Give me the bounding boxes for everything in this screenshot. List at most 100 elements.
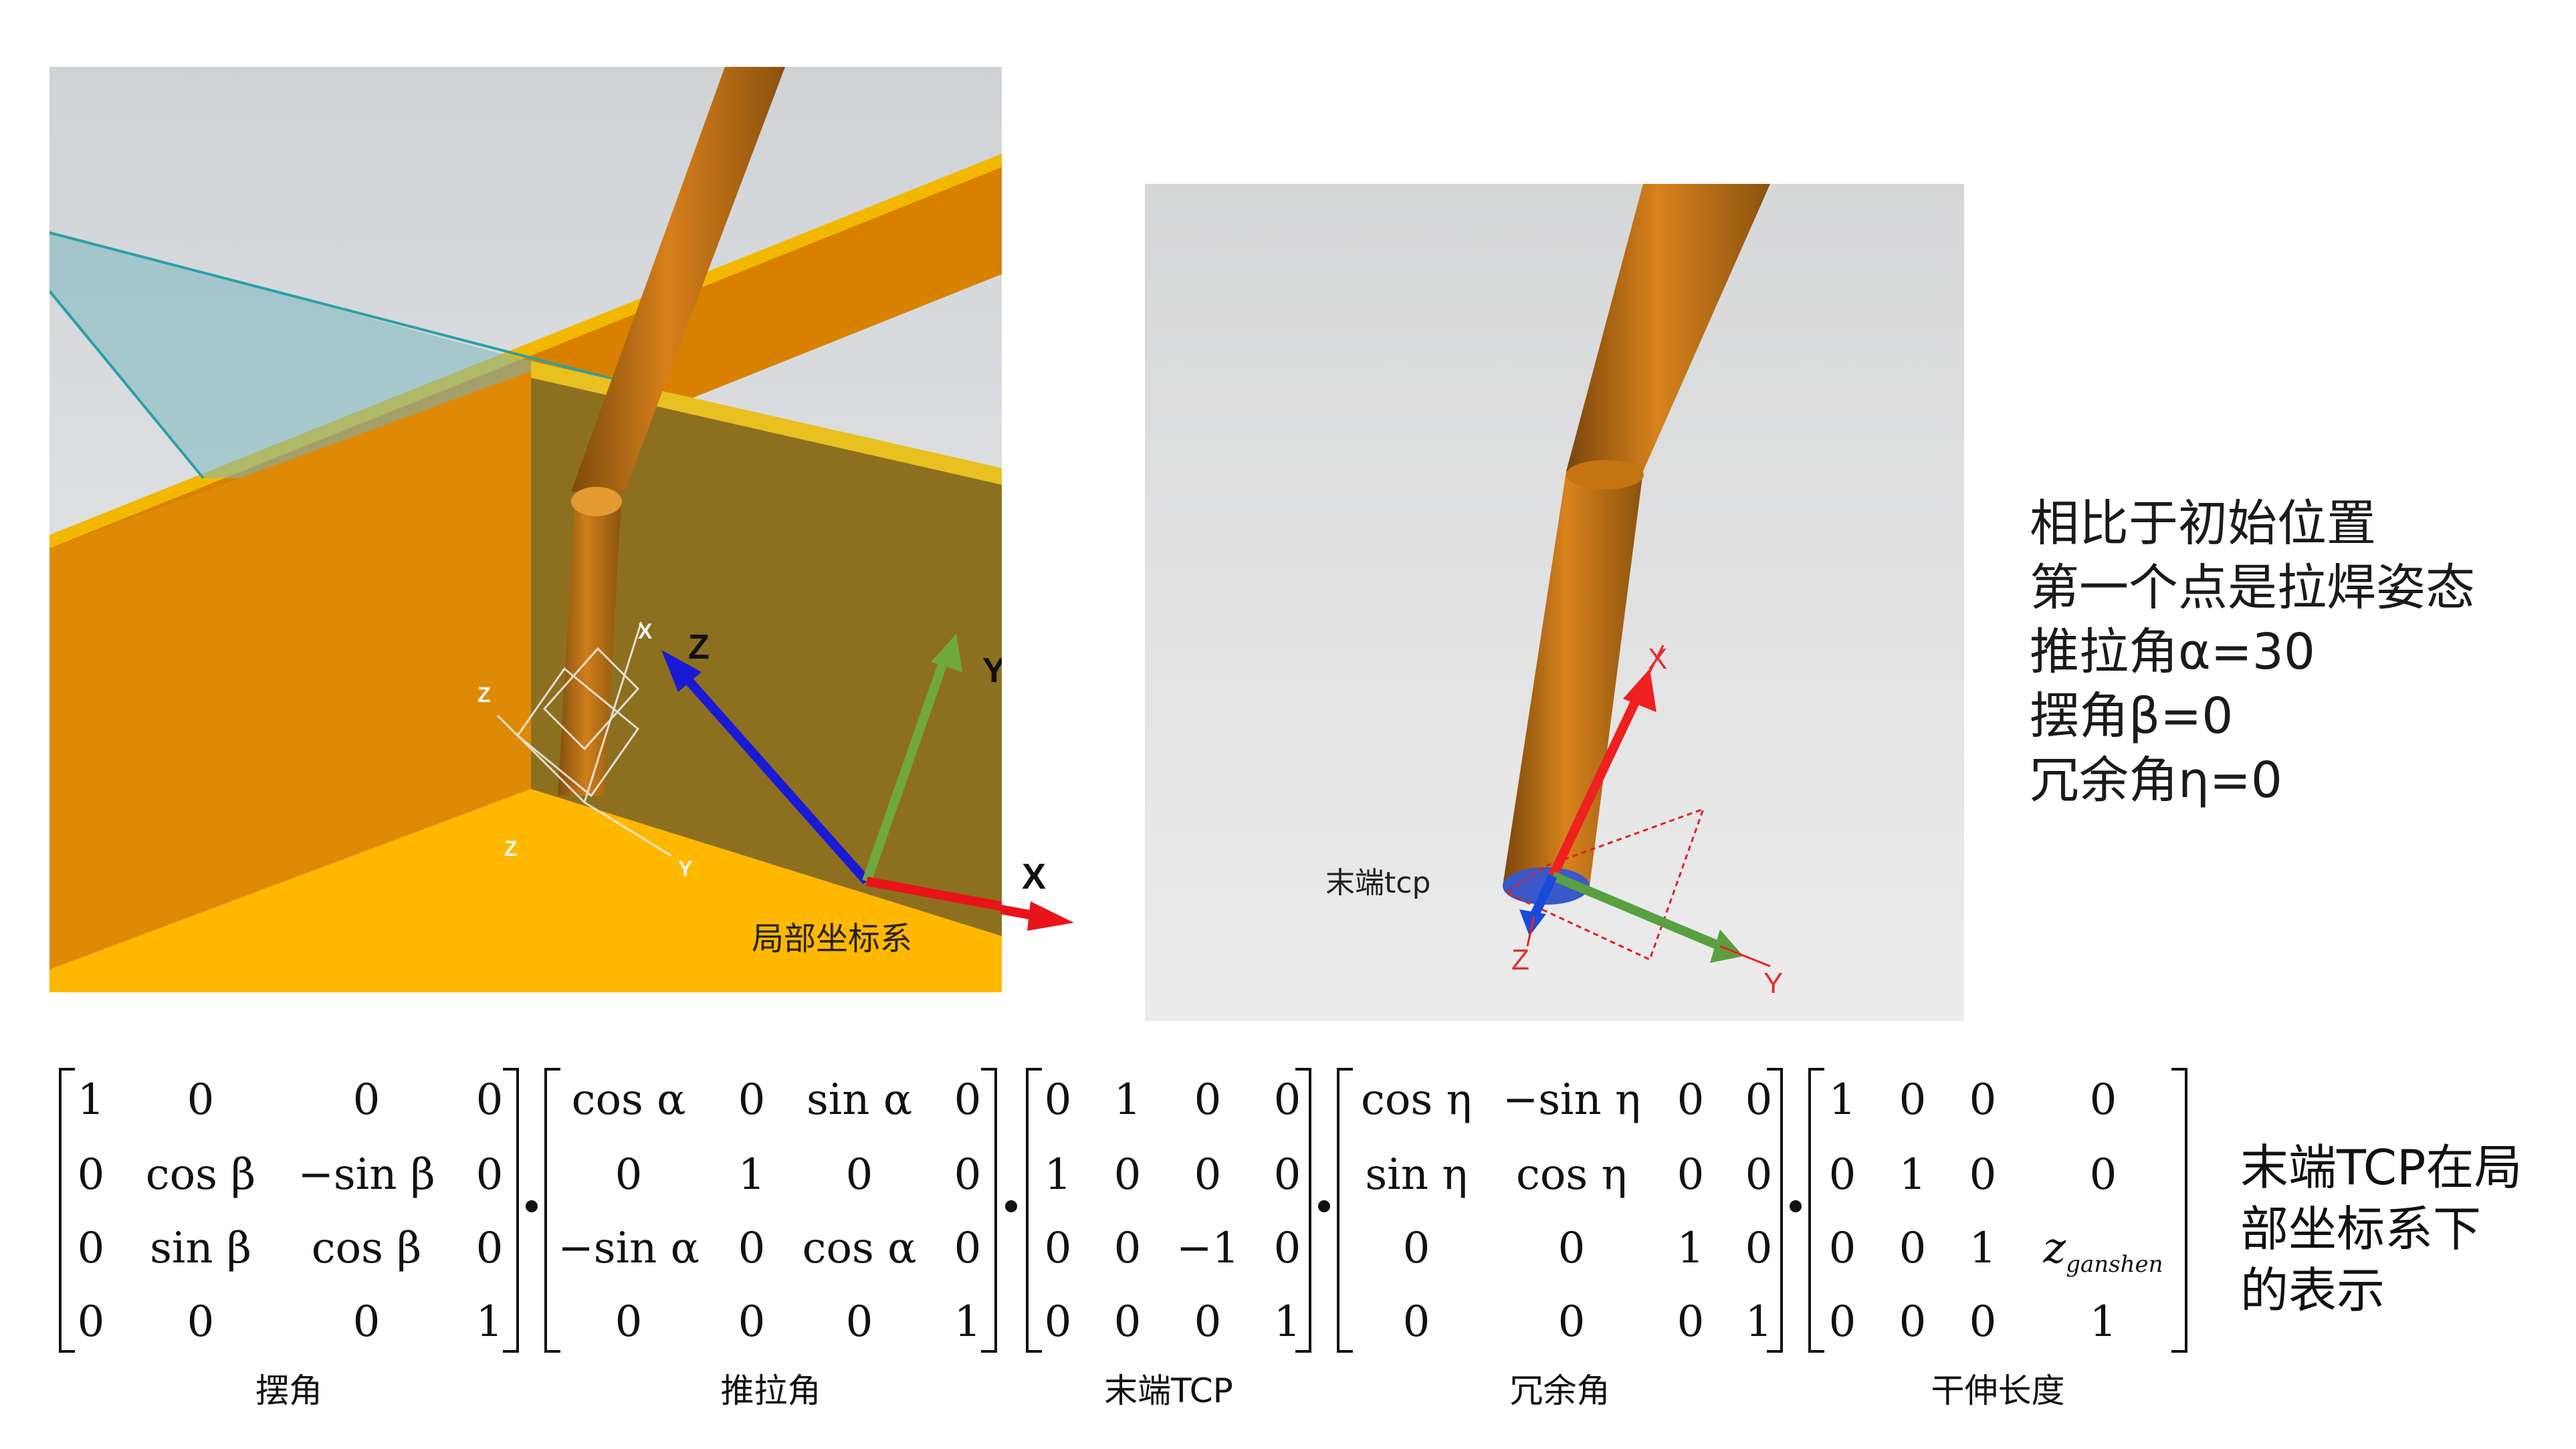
matrix-cell: 0	[1558, 1224, 1586, 1273]
matrix-cell: −sin α	[558, 1224, 700, 1273]
matrix-cell: 0	[187, 1297, 215, 1347]
matrix-cell: 0	[954, 1075, 982, 1125]
matrix-cell: sin β	[150, 1224, 251, 1273]
matrix-cell: 1	[1677, 1224, 1705, 1273]
y-axis-arrow	[862, 653, 950, 883]
multiply-dot	[1005, 1200, 1017, 1212]
vertical-wall	[531, 371, 1002, 936]
matrix-cell: 1	[1113, 1075, 1142, 1125]
x-axis-label: X	[1022, 857, 1047, 897]
z-label-right: Z	[1511, 943, 1529, 976]
matrix-cell: 0	[1828, 1150, 1856, 1200]
matrix-cell: 0	[954, 1150, 982, 1200]
matrix-cell: 1	[1969, 1224, 1997, 1273]
matrix-cell: 1	[2089, 1297, 2117, 1347]
matrix-cell: 0	[475, 1150, 504, 1200]
matrix-cell: 0	[1113, 1297, 1142, 1347]
matrix-cell: 0	[1899, 1224, 1927, 1273]
matrix-bracket-left	[59, 1068, 75, 1353]
cyan-line-2	[49, 290, 205, 479]
matrix-cell: 0	[1402, 1224, 1430, 1273]
wire-upper-right	[1566, 184, 1770, 471]
matrix-cell: 0	[1828, 1224, 1856, 1273]
matrix-cell: 1	[475, 1297, 504, 1347]
result-line: 的表示	[2240, 1262, 2385, 1319]
wire-lower	[558, 501, 621, 796]
bottom-plate	[49, 789, 1002, 992]
matrix-cell: 0	[1273, 1075, 1301, 1125]
tcp-dashed-frame	[1503, 807, 1705, 962]
matrix-cell: 0	[352, 1075, 381, 1125]
multiply-dot	[1318, 1200, 1330, 1212]
matrix-cell: 1	[1745, 1297, 1773, 1347]
matrix-cell: zganshen	[2043, 1224, 2163, 1278]
matrix-cell: 0	[1677, 1297, 1705, 1347]
matrix-cell: 0	[1828, 1297, 1856, 1347]
frame-label: 局部坐标系	[752, 920, 912, 958]
matrix-caption: 干伸长度	[1931, 1371, 2065, 1410]
mini-label-z: Z	[477, 683, 491, 707]
matrix-cell: 0	[77, 1297, 105, 1347]
matrix-cell: 0	[1969, 1075, 1997, 1125]
cyan-plane	[49, 231, 1002, 481]
matrix-cell: 0	[738, 1224, 766, 1273]
matrix-cell: 0	[1402, 1297, 1430, 1347]
matrix-cell: 1	[1828, 1075, 1856, 1125]
matrix-cell: 1	[954, 1297, 982, 1347]
matrix-cell: 0	[738, 1297, 766, 1347]
pose-notes: 相比于初始位置 第一个点是拉焊姿态 推拉角α=30 摆角β=0 冗余角η=0	[2030, 491, 2475, 812]
axis-tips-right	[1526, 645, 1771, 968]
matrix-cell: 0	[1194, 1150, 1222, 1200]
note-line: 相比于初始位置	[2030, 495, 2376, 552]
x-axis-arrow-right	[1548, 690, 1644, 878]
z-axis-arrow	[674, 665, 871, 885]
matrix-cell: 0	[2089, 1150, 2117, 1200]
matrix-cell: 0	[845, 1297, 873, 1347]
matrix-cell: 1	[1273, 1297, 1301, 1347]
note-line: 第一个点是拉焊姿态	[2030, 559, 2475, 617]
wire-lower-right	[1503, 471, 1643, 886]
matrix-caption: 推拉角	[720, 1371, 821, 1410]
matrix-caption: 末端TCP	[1104, 1371, 1233, 1410]
matrix-cell: 0	[352, 1297, 381, 1347]
matrix-caption: 摆角	[255, 1371, 322, 1410]
z-axis-arrow-right	[1529, 874, 1558, 918]
matrix-cell: 0	[1677, 1150, 1705, 1200]
note-line: 冗余角η=0	[2030, 752, 2282, 809]
matrix-bracket-left	[1337, 1068, 1353, 1353]
matrix-cell: 0	[77, 1150, 105, 1200]
matrix-cell: 0	[1969, 1297, 1997, 1347]
matrix-cell: 0	[1899, 1075, 1927, 1125]
matrix-cell: 0	[1273, 1150, 1301, 1200]
matrix-cell: 0	[1113, 1150, 1142, 1200]
matrix-bracket-right	[2171, 1068, 2187, 1353]
y-axis-label: Y	[982, 651, 1002, 690]
matrix-bracket-left	[1808, 1068, 1824, 1353]
z-axis-head	[661, 650, 702, 692]
x-label-right: X	[1648, 643, 1667, 675]
left-3d-view: X Y Z Z Z Y 局部坐标系	[49, 67, 1002, 992]
matrix-cell: 1	[738, 1150, 766, 1200]
matrix-cell: cos β	[145, 1150, 256, 1200]
multiply-dot	[526, 1200, 538, 1212]
matrix-cell: 0	[1194, 1297, 1222, 1347]
y-axis-head-right	[1710, 929, 1743, 963]
matrix-cell: 1	[77, 1075, 105, 1125]
matrix-cell: 0	[1194, 1075, 1222, 1125]
matrix-bracket-left	[1026, 1068, 1042, 1353]
matrix-cell: 0	[1677, 1075, 1705, 1125]
matrix-cell: −sin β	[298, 1150, 435, 1200]
matrix-cell: 0	[845, 1150, 873, 1200]
matrix-cell: 0	[1745, 1224, 1773, 1273]
matrix-cell: 0	[1899, 1297, 1927, 1347]
matrix-cell: 0	[475, 1224, 504, 1273]
matrix-cell: 0	[615, 1297, 643, 1347]
wire-top-cap-right	[1566, 460, 1644, 489]
matrix-bracket-left	[544, 1068, 560, 1353]
matrix-cell: sin α	[806, 1075, 913, 1125]
x-axis-tip	[1000, 901, 1074, 931]
wire-upper	[571, 67, 785, 491]
matrix-cell: −sin η	[1502, 1075, 1641, 1125]
z-axis-label: Z	[688, 628, 710, 667]
matrix-bracket-right	[503, 1068, 519, 1353]
